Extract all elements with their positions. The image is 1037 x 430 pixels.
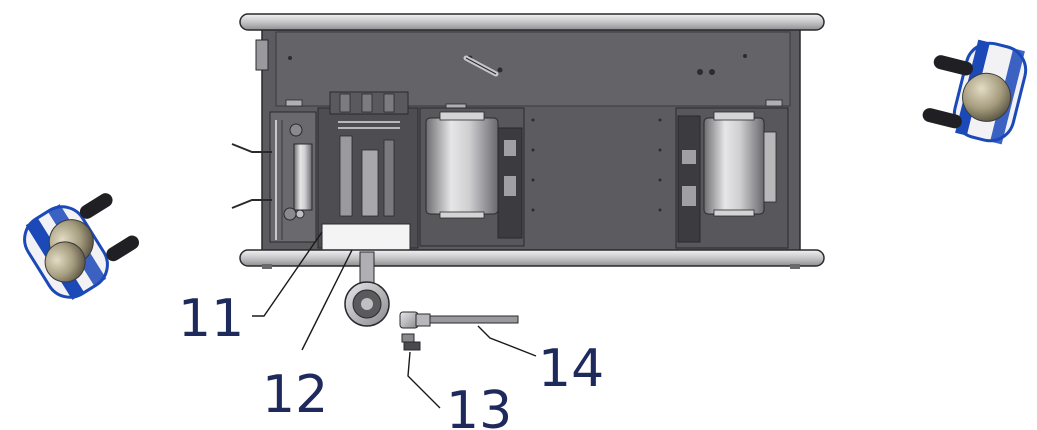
callout-11: 11 <box>178 289 244 349</box>
top-rail <box>239 13 825 31</box>
frame-side-tab <box>255 39 269 71</box>
leader-14 <box>477 325 537 357</box>
callout-14: 14 <box>538 339 604 399</box>
rod-part-14 <box>399 311 519 329</box>
lever-arms <box>231 143 272 209</box>
cart-frame <box>231 13 825 269</box>
roll-left <box>419 107 525 247</box>
leader-12 <box>301 249 353 351</box>
bottom-rail <box>239 249 825 267</box>
callout-12: 12 <box>262 365 328 425</box>
castor-wheel <box>344 251 390 327</box>
leader-13 <box>407 351 441 409</box>
white-block <box>321 223 411 251</box>
center-mechanism <box>317 91 419 251</box>
callout-13: 13 <box>446 381 512 430</box>
roll-right <box>675 107 789 249</box>
fitting-part-13 <box>401 333 421 351</box>
left-mechanism <box>269 111 317 243</box>
leader-lines <box>252 231 537 409</box>
left-operator-figure <box>23 193 140 300</box>
leader-11 <box>252 231 323 317</box>
right-operator-figure <box>922 39 1028 145</box>
